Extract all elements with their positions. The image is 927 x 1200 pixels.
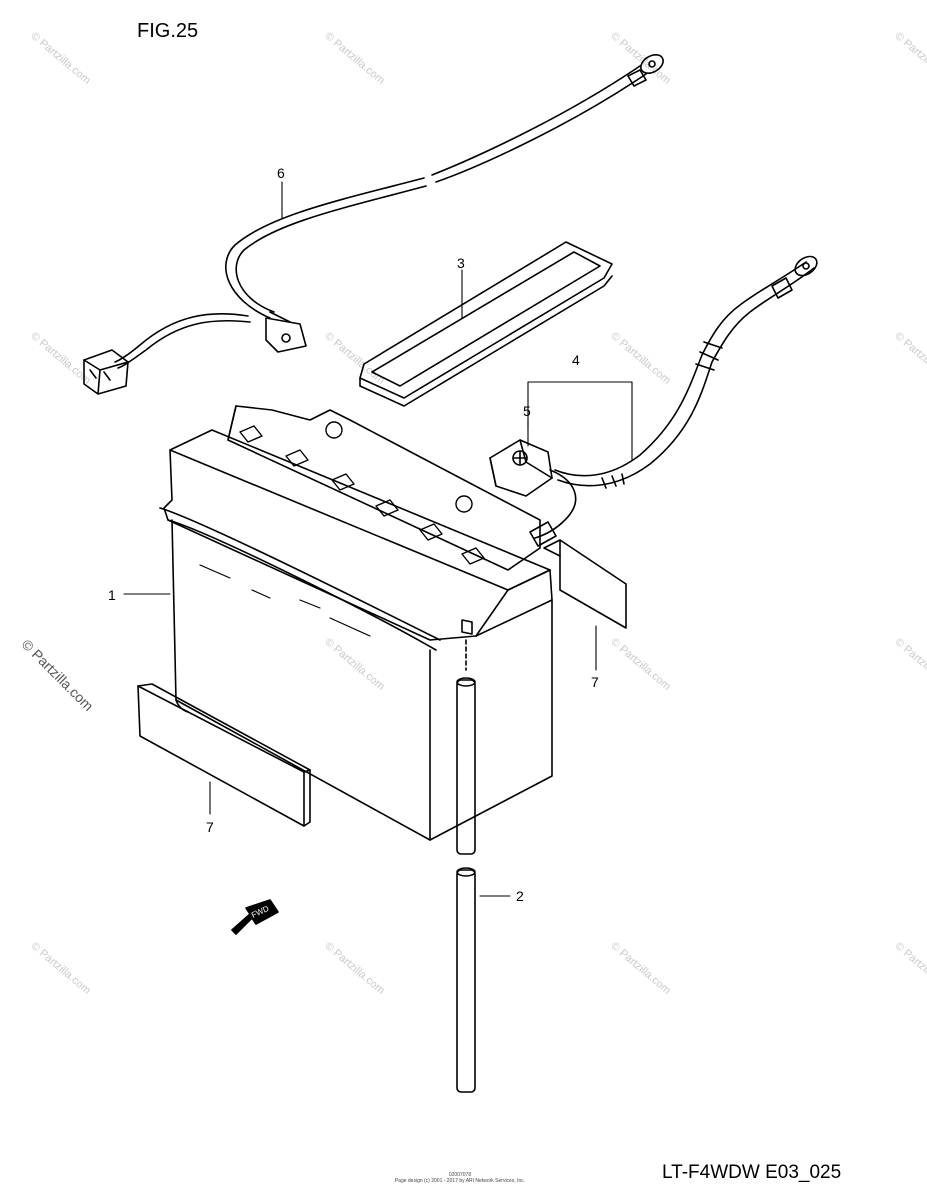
positive-cable-part xyxy=(489,255,818,547)
callout-6: 6 xyxy=(277,165,285,181)
battery-part xyxy=(159,405,553,841)
negative-cable-part xyxy=(83,54,664,395)
forward-arrow-icon: FWD xyxy=(231,899,279,935)
callout-2: 2 xyxy=(516,888,524,904)
callout-leaders xyxy=(123,181,633,897)
callout-1: 1 xyxy=(108,587,116,603)
callout-5: 5 xyxy=(523,403,531,419)
footer-line-2: Page design (c) 2001 - 2017 by ARI Netwo… xyxy=(394,1178,526,1184)
battery-pad-part xyxy=(137,539,627,827)
callout-7-right: 7 xyxy=(591,674,599,690)
footer-line-1: 02007078 xyxy=(448,1172,472,1178)
callout-3: 3 xyxy=(457,255,465,271)
breather-hose-part xyxy=(456,639,476,1093)
footer-copyright: 02007078 Page design (c) 2001 - 2017 by … xyxy=(360,1172,560,1184)
model-code: LT-F4WDW E03_025 xyxy=(662,1162,842,1183)
figure-title: FIG.25 xyxy=(137,20,199,42)
callout-7-left: 7 xyxy=(206,819,214,835)
callout-4: 4 xyxy=(572,352,580,368)
battery-strap-part xyxy=(359,241,613,407)
